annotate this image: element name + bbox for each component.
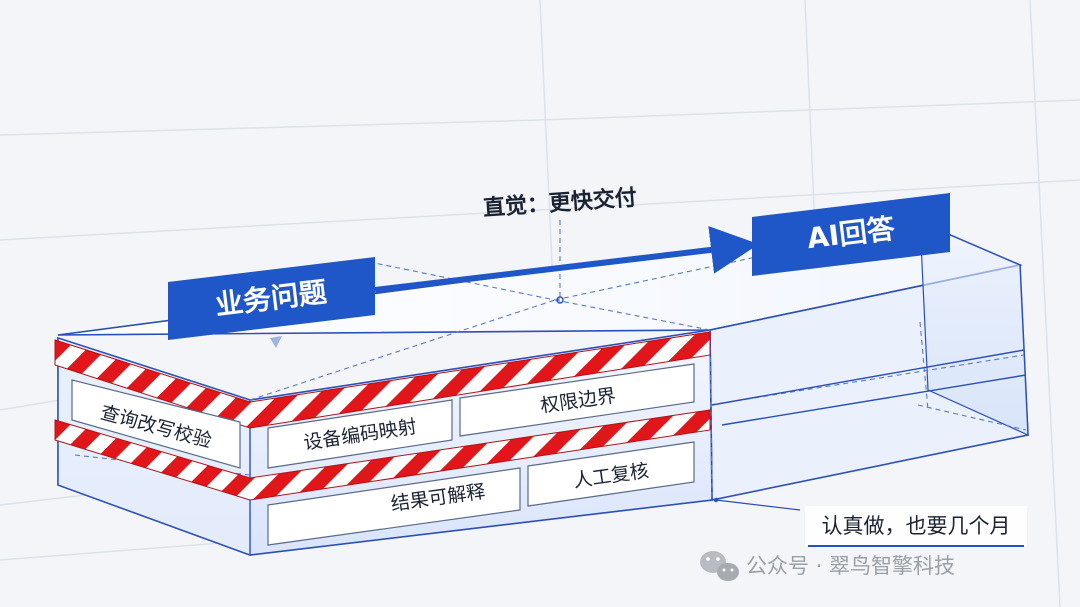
intuition-anchor-dot [556,296,564,304]
business-problem-tag: 业务问题 [168,257,375,348]
block-right-end [919,221,1029,436]
wechat-icon [700,551,739,581]
task-box-result-explainable: 结果可解释 [267,467,521,546]
block-mid-line [711,349,1027,426]
task-box-permission-boundary: 权限边界 [459,363,695,437]
reality-leader-line [715,499,801,511]
reality-annotation: 认真做，也要几个月 [713,497,1027,547]
hazard-stripe-top [54,331,711,429]
task-box-manual-review: 人工复核 [527,441,695,507]
intuition-label: 直觉：更快交付 [482,185,637,222]
fast-delivery-arrow [374,226,759,293]
watermark: 公众号 · 翠鸟智擎科技 [700,551,955,581]
ai-answer-tag: AI回答 [752,193,950,276]
reality-label: 认真做，也要几个月 [822,514,1011,538]
task-box-device-code-mapping: 设备编码映射 [267,399,453,469]
hazard-stripe-bottom [54,409,711,501]
watermark-text: 公众号 · 翠鸟智擎科技 [746,554,955,578]
